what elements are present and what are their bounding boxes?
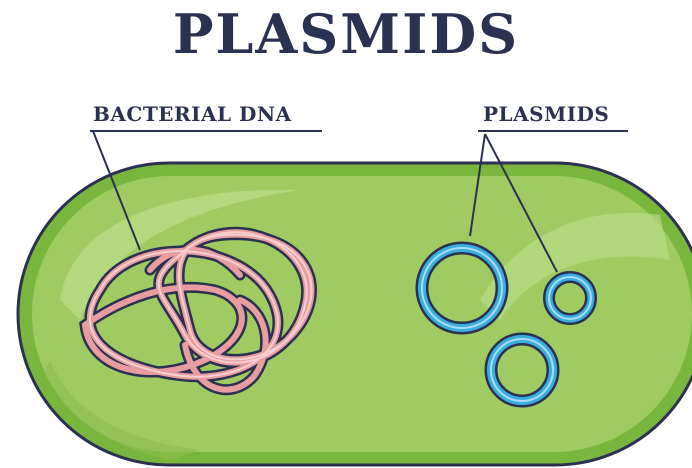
plasmid-diagram <box>0 0 692 468</box>
